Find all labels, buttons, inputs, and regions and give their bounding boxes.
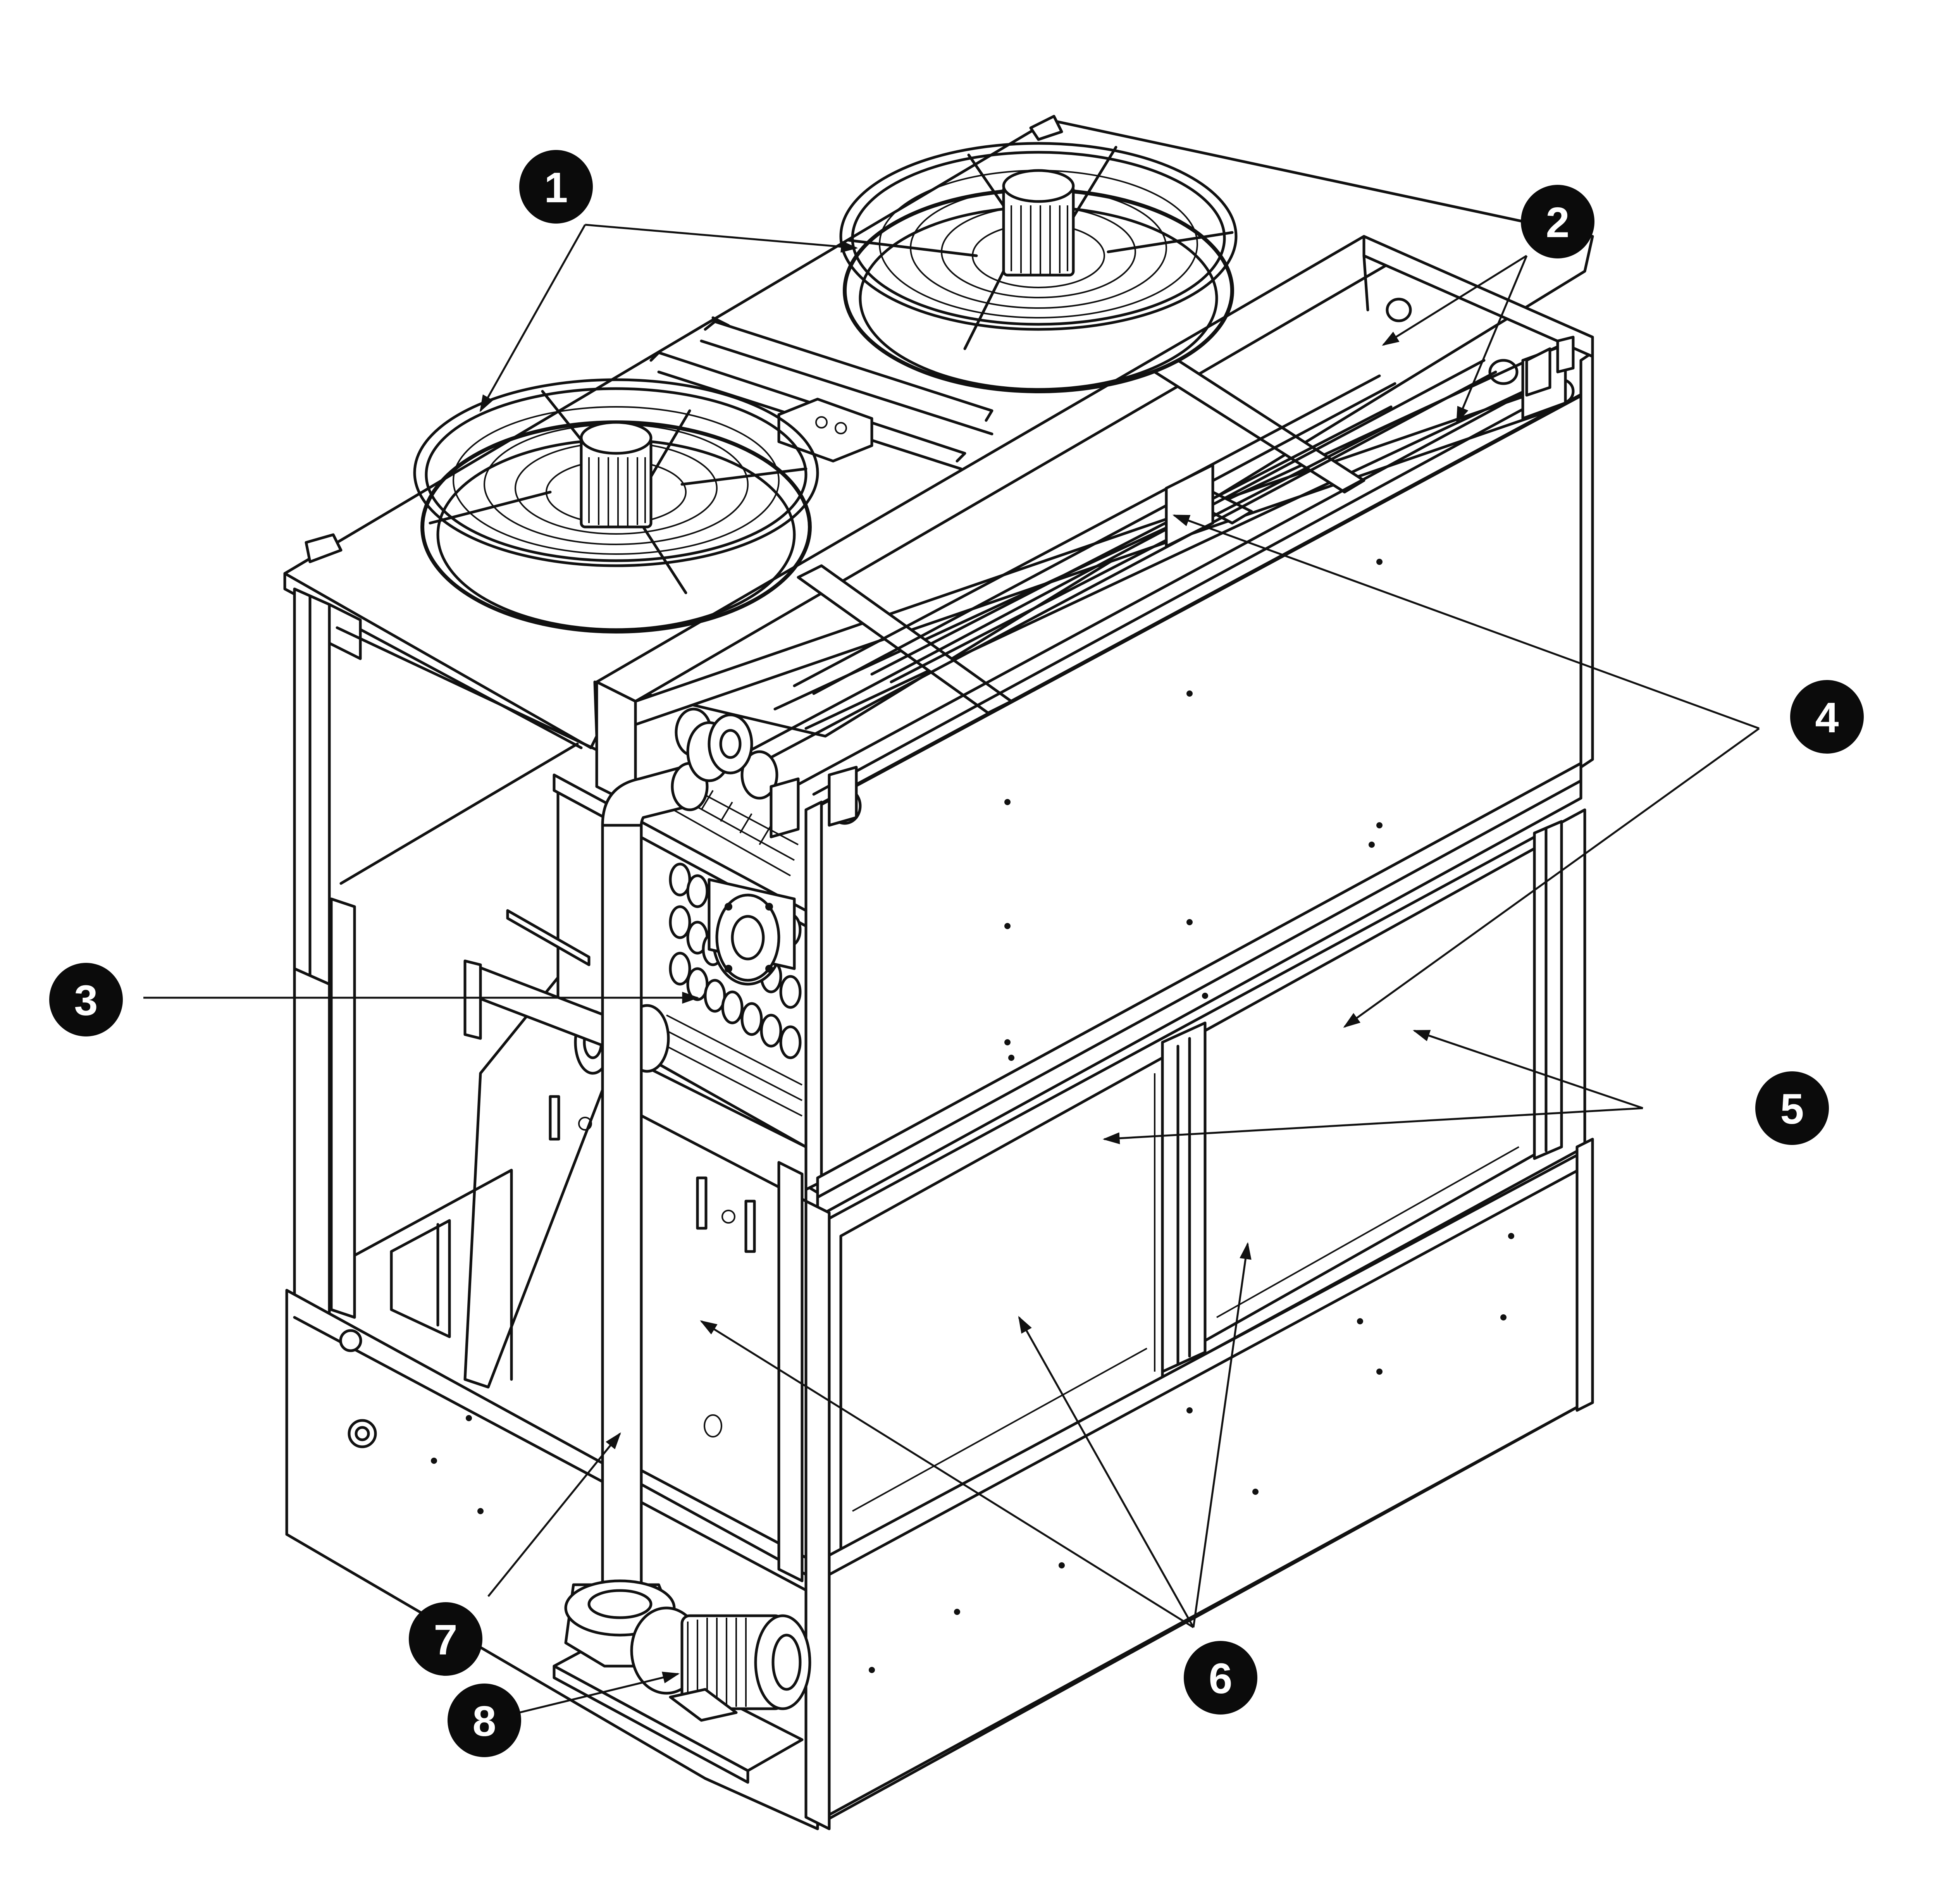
callout-7-label: 7 — [434, 1616, 457, 1664]
callout-3: 3 — [49, 963, 123, 1036]
leader-5-b — [1412, 1029, 1643, 1109]
callout-5: 5 — [1755, 1071, 1829, 1145]
callout-8-label: 8 — [472, 1697, 496, 1745]
access-plates — [549, 1095, 756, 1437]
cross-member-left — [797, 564, 1013, 714]
fan-deck — [283, 119, 1594, 749]
callout-8: 8 — [448, 1684, 521, 1757]
coil-inlet-flange — [708, 878, 796, 986]
front-corner-post — [804, 1200, 831, 1830]
callout-5-label: 5 — [1780, 1085, 1804, 1133]
callout-2-label: 2 — [1546, 199, 1569, 246]
drain-fittings — [339, 1329, 377, 1448]
rivets — [431, 559, 1514, 1673]
callout-2: 2 — [1521, 185, 1594, 258]
callout-6-label: 6 — [1209, 1655, 1232, 1703]
leader-6-b — [1018, 1316, 1195, 1628]
pump-motor — [669, 1614, 811, 1722]
callout-4: 4 — [1790, 680, 1864, 754]
callout-3-label: 3 — [74, 977, 98, 1024]
junction-box — [777, 398, 873, 463]
callout-4-label: 4 — [1815, 694, 1839, 742]
leader-8 — [519, 1672, 680, 1714]
leader-2-b — [1456, 255, 1528, 424]
leader-4-a — [1172, 514, 1760, 730]
callout-1-label: 1 — [544, 164, 568, 212]
callout-6: 6 — [1184, 1641, 1257, 1715]
leader-4-b — [1343, 727, 1760, 1028]
leader-6-a — [700, 1320, 1194, 1629]
leader-5-a — [1102, 1107, 1643, 1145]
leader-7 — [487, 1432, 621, 1597]
leader-1-a — [479, 224, 586, 412]
callout-1: 1 — [519, 150, 593, 224]
leader-1-b — [585, 224, 858, 253]
leader-2-a — [1382, 255, 1527, 346]
riser-pipe — [601, 713, 753, 1586]
fan-right — [839, 142, 1238, 393]
callout-7: 7 — [409, 1602, 482, 1676]
lifting-lugs — [305, 115, 1551, 827]
leader-6-c — [1192, 1242, 1252, 1628]
pump-assembly — [553, 1579, 811, 1784]
fan-left — [413, 378, 819, 634]
